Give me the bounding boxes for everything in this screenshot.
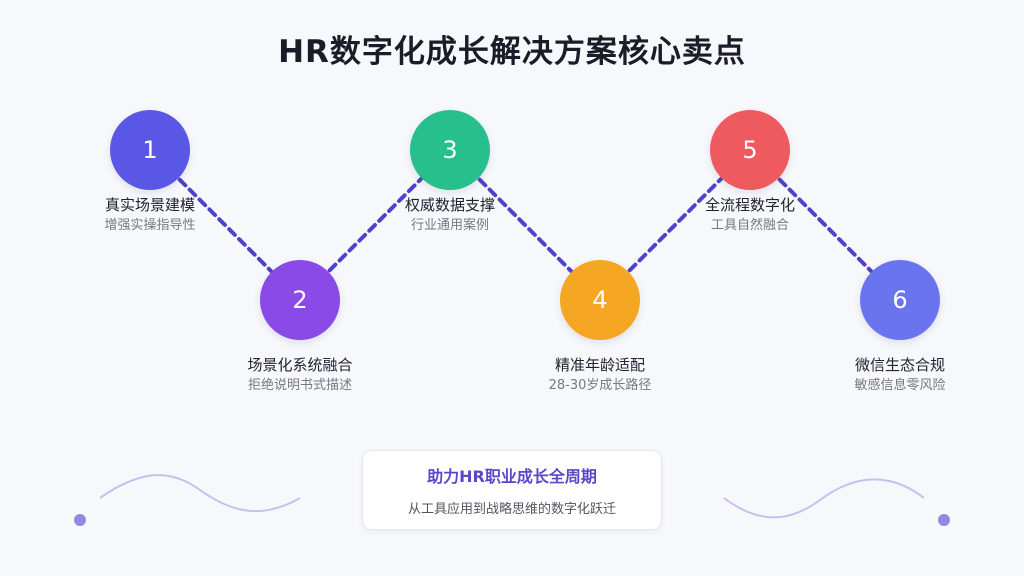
step-6-number: 6 <box>892 286 908 314</box>
step-5-label: 全流程数字化 工具自然融合 <box>665 195 835 235</box>
right-wave-decoration <box>723 478 925 519</box>
step-1-desc: 增强实操指导性 <box>104 218 196 233</box>
step-4-title: 精准年龄适配 <box>554 356 645 374</box>
step-4-desc: 28-30岁成长路径 <box>548 378 652 393</box>
step-4-number: 4 <box>592 286 608 314</box>
step-1-title: 真实场景建模 <box>104 196 195 214</box>
step-2-desc: 拒绝说明书式描述 <box>247 378 352 393</box>
step-6-title: 微信生态合规 <box>854 356 945 374</box>
step-3-number: 3 <box>442 136 458 164</box>
step-5-title: 全流程数字化 <box>704 196 795 214</box>
step-4-circle: 4 <box>560 260 640 340</box>
step-1-circle: 1 <box>110 110 190 190</box>
step-3-title: 权威数据支撑 <box>404 196 495 214</box>
step-6-circle: 6 <box>860 260 940 340</box>
step-2-title: 场景化系统融合 <box>247 356 353 374</box>
summary-subtitle: 从工具应用到战略思维的数字化跃迁 <box>407 502 616 517</box>
summary-card: 助力HR职业成长全周期 从工具应用到战略思维的数字化跃迁 <box>362 450 662 530</box>
step-2-number: 2 <box>292 286 308 314</box>
step-1-number: 1 <box>142 136 158 164</box>
left-dot-decoration <box>74 514 86 526</box>
step-4-label: 精准年龄适配 28-30岁成长路径 <box>515 355 685 395</box>
step-2-circle: 2 <box>260 260 340 340</box>
right-dot-decoration <box>938 514 950 526</box>
step-5-number: 5 <box>742 136 758 164</box>
step-3-desc: 行业通用案例 <box>410 218 489 233</box>
step-5-circle: 5 <box>710 110 790 190</box>
step-2-label: 场景化系统融合 拒绝说明书式描述 <box>215 355 385 395</box>
step-6-desc: 敏感信息零风险 <box>854 378 946 393</box>
step-3-label: 权威数据支撑 行业通用案例 <box>365 195 535 235</box>
summary-title: 助力HR职业成长全周期 <box>427 467 597 486</box>
step-3-circle: 3 <box>410 110 490 190</box>
step-6-label: 微信生态合规 敏感信息零风险 <box>815 355 985 395</box>
step-5-desc: 工具自然融合 <box>710 218 789 233</box>
step-1-label: 真实场景建模 增强实操指导性 <box>65 195 235 235</box>
left-wave-decoration <box>99 474 301 513</box>
page-title: HR数字化成长解决方案核心卖点 <box>278 34 746 70</box>
